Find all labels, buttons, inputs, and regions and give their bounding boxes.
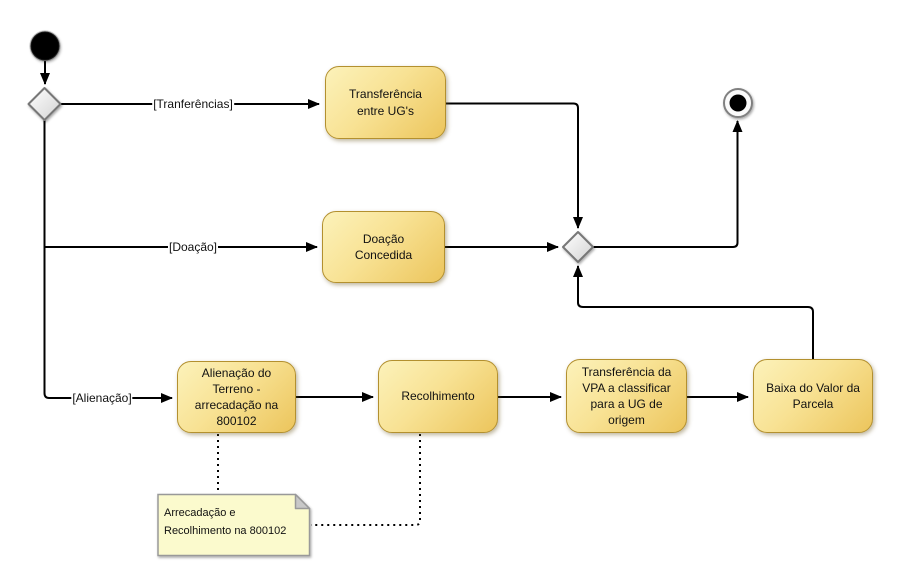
edge-baixa-to-merge (573, 265, 814, 359)
activity-transferencia-entre-ugs: Transferência entre UG's (325, 66, 446, 139)
merge-node (562, 231, 594, 263)
edge-merge-to-final (593, 120, 743, 248)
initial-node (29, 30, 61, 62)
activity-baixa-do-valor-da-parcela: Baixa do Valor da Parcela (753, 359, 873, 433)
activity-final-node (723, 88, 753, 118)
note-shape (157, 493, 311, 557)
guard-label-doacao: [Doação] (167, 240, 219, 254)
note-text: Arrecadação e Recolhimento na 800102 (164, 507, 287, 537)
activity-doacao-concedida: Doação Concedida (322, 211, 445, 283)
note-anchor-recolhimento (311, 434, 421, 526)
activity-transferencia-da-vpa: Transferência da VPA a classificar para … (566, 359, 687, 433)
edge-decision-to-alienacao (43, 119, 173, 403)
edge-transferencia-ugs-to-merge (446, 102, 583, 229)
decision-node (27, 87, 62, 121)
guard-label-alienacao: [Alienação] (71, 391, 133, 405)
note-fold-corner (294, 493, 311, 510)
activity-recolhimento: Recolhimento (378, 360, 498, 433)
activity-final-inner-dot (729, 94, 747, 112)
activity-alienacao-do-terreno: Alienação do Terreno - arrecadação na 80… (177, 361, 296, 433)
guard-label-tranferencias: [Tranferências] (152, 97, 234, 111)
